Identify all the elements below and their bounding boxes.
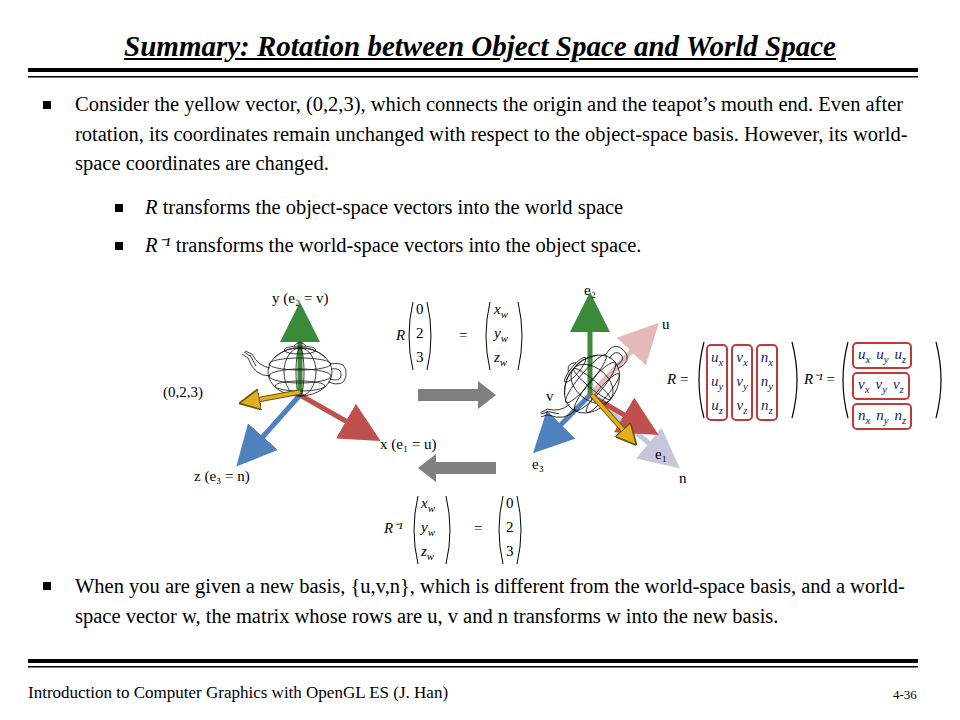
matrix-entry: uy (711, 370, 723, 394)
matrix-entry: nx (858, 406, 870, 427)
vector-entry: 2 (506, 519, 514, 536)
bullet-text: Consider the yellow vector, (0,2,3), whi… (75, 90, 935, 179)
matrix-entry: uz (711, 394, 723, 418)
matrix-entry: ny (876, 406, 888, 427)
matrix-entry: vy (736, 370, 747, 394)
axis-label: v (546, 388, 554, 405)
vector-entry: 3 (416, 349, 424, 366)
matrix-entry: vz (737, 394, 748, 418)
axis-label: z (e₃ = n) (194, 468, 250, 485)
vector-entry: 0 (416, 301, 424, 318)
matrix-symbol: R⁻¹ (384, 520, 403, 537)
vector-entry: 3 (506, 543, 514, 560)
axis-label: e₂ (584, 282, 596, 299)
matrix-entry: vx (736, 346, 747, 370)
vector-entry: xw (421, 495, 435, 514)
sub-bullet-text: R⁻¹ transforms the world-space vectors i… (145, 231, 925, 261)
vector-entry: yw (421, 519, 435, 538)
axis-label: u (662, 316, 670, 333)
matrix-entry: ny (761, 370, 773, 394)
vector-entry: 2 (416, 325, 424, 342)
axis-label: y (e₂ = v) (272, 290, 329, 307)
footer-text: Introduction to Computer Graphics with O… (28, 683, 448, 703)
vector-entry: 0 (506, 495, 514, 512)
axis-label: n (679, 470, 687, 487)
matrix-symbol: R⁻¹ = (804, 371, 835, 388)
axis-label: e₁ (655, 446, 667, 463)
matrix-row-box: vxvyvz (852, 372, 910, 399)
page-number: 4-36 (893, 688, 917, 703)
vector-entry: zw (421, 543, 434, 562)
matrix-symbol: R (396, 327, 405, 344)
matrix-entry: vy (875, 375, 886, 396)
matrix-entry: uy (876, 345, 888, 366)
vector-label: (0,2,3) (163, 384, 203, 401)
matrix-entry: uz (895, 345, 907, 366)
vector-entry: xw (494, 301, 508, 320)
matrix-entry: ux (711, 346, 723, 370)
axis-label: x (e₁ = u) (380, 436, 437, 453)
equals-sign: = (474, 520, 482, 537)
matrix-column-box: vxvyvz (731, 344, 752, 421)
matrix-entry: nx (761, 346, 773, 370)
matrix-entry: vz (893, 375, 904, 396)
equals-sign: = (459, 327, 467, 344)
vector-entry: zw (494, 349, 507, 368)
matrix-entry: nz (895, 406, 907, 427)
matrix-row-box: nxnynz (852, 403, 912, 430)
sub-bullet-text: R transforms the object-space vectors in… (145, 193, 925, 223)
matrix-row-box: uxuyuz (852, 342, 912, 369)
matrix-symbol: R = (667, 371, 688, 388)
matrix-entry: nz (761, 394, 773, 418)
bullet-text: When you are given a new basis, {u,v,n},… (75, 572, 935, 631)
slide-title: Summary: Rotation between Object Space a… (0, 30, 960, 63)
axis-label: e₃ (532, 456, 544, 473)
vector-entry: yw (494, 325, 508, 344)
matrix-entry: ux (858, 345, 870, 366)
matrix-column-box: uxuyuz (706, 344, 728, 421)
matrix-entry: vx (858, 375, 869, 396)
matrix-column-box: nxnynz (756, 344, 778, 421)
